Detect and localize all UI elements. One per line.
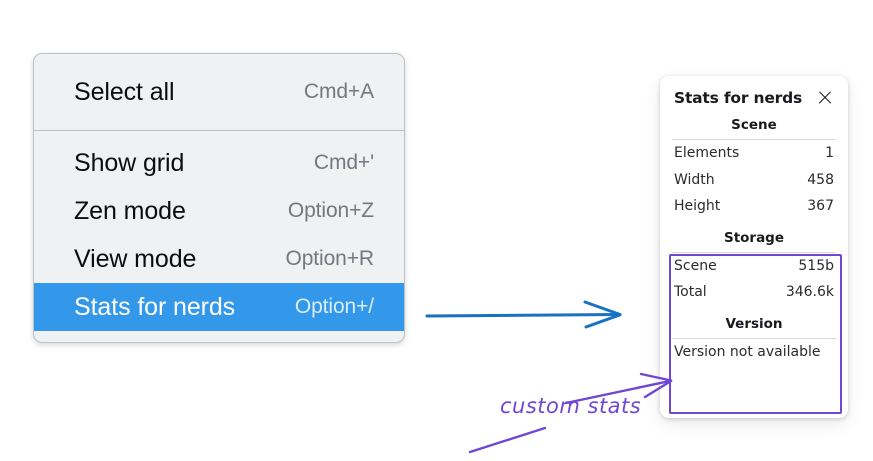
stats-row-storage-total: Total 346.6k — [670, 279, 838, 306]
menu-item-label: Stats for nerds — [74, 292, 236, 321]
stats-value: 1 — [825, 145, 834, 161]
stats-value: 458 — [807, 171, 834, 188]
close-icon[interactable] — [816, 89, 834, 107]
stats-key: Scene — [674, 257, 717, 274]
stats-key: Elements — [674, 145, 740, 161]
menu-separator — [34, 130, 404, 131]
context-menu-group-primary: Select all Cmd+A — [34, 54, 404, 130]
menu-item-shortcut: Cmd+' — [313, 151, 374, 174]
section-header-scene: Scene — [731, 117, 777, 133]
stats-key: Width — [674, 171, 715, 188]
menu-item-view-mode[interactable]: View mode Option+R — [34, 235, 404, 283]
stats-key: Total — [674, 284, 707, 300]
stats-key: Height — [674, 198, 721, 214]
stats-value: 515b — [798, 257, 834, 274]
stats-row-elements: Elements 1 — [670, 140, 838, 167]
menu-item-label: Zen mode — [74, 196, 186, 225]
stats-panel-title: Stats for nerds — [674, 89, 803, 107]
section-divider — [672, 337, 836, 339]
context-menu[interactable]: Select all Cmd+A Show grid Cmd+' Zen mod… — [33, 53, 405, 343]
section-divider — [672, 251, 836, 253]
purple-underline-stroke — [468, 426, 547, 454]
stats-version-value: Version not available — [674, 343, 821, 360]
menu-item-label: Select all — [74, 77, 175, 106]
stats-panel-titlebar: Stats for nerds — [670, 76, 838, 107]
menu-item-show-grid[interactable]: Show grid Cmd+' — [34, 139, 404, 187]
menu-item-shortcut: Option+/ — [294, 295, 374, 318]
context-menu-group-view: Show grid Cmd+' Zen mode Option+Z View m… — [34, 131, 404, 339]
stats-value: 367 — [807, 198, 834, 214]
stats-row-storage-scene: Scene 515b — [670, 253, 838, 280]
menu-item-shortcut: Option+Z — [287, 199, 374, 222]
menu-item-label: Show grid — [74, 148, 185, 177]
menu-item-shortcut: Cmd+A — [303, 80, 374, 103]
stats-row-width: Width 458 — [670, 167, 838, 194]
section-divider — [672, 139, 836, 140]
stats-row-height: Height 367 — [670, 193, 838, 220]
blue-arrow — [425, 300, 622, 329]
menu-item-shortcut: Option+R — [285, 247, 374, 270]
stats-for-nerds-panel[interactable]: Stats for nerds Scene Elements 1 Width 4… — [660, 76, 848, 418]
section-header-storage: Storage — [723, 229, 785, 246]
stats-value: 346.6k — [785, 284, 834, 300]
menu-item-select-all[interactable]: Select all Cmd+A — [34, 68, 404, 116]
menu-item-stats-for-nerds[interactable]: Stats for nerds Option+/ — [34, 283, 404, 331]
menu-item-zen-mode[interactable]: Zen mode Option+Z — [34, 187, 404, 235]
section-header-version: Version — [725, 315, 783, 332]
annotation-label-custom-stats: custom stats — [500, 394, 642, 418]
menu-item-label: View mode — [74, 244, 197, 273]
